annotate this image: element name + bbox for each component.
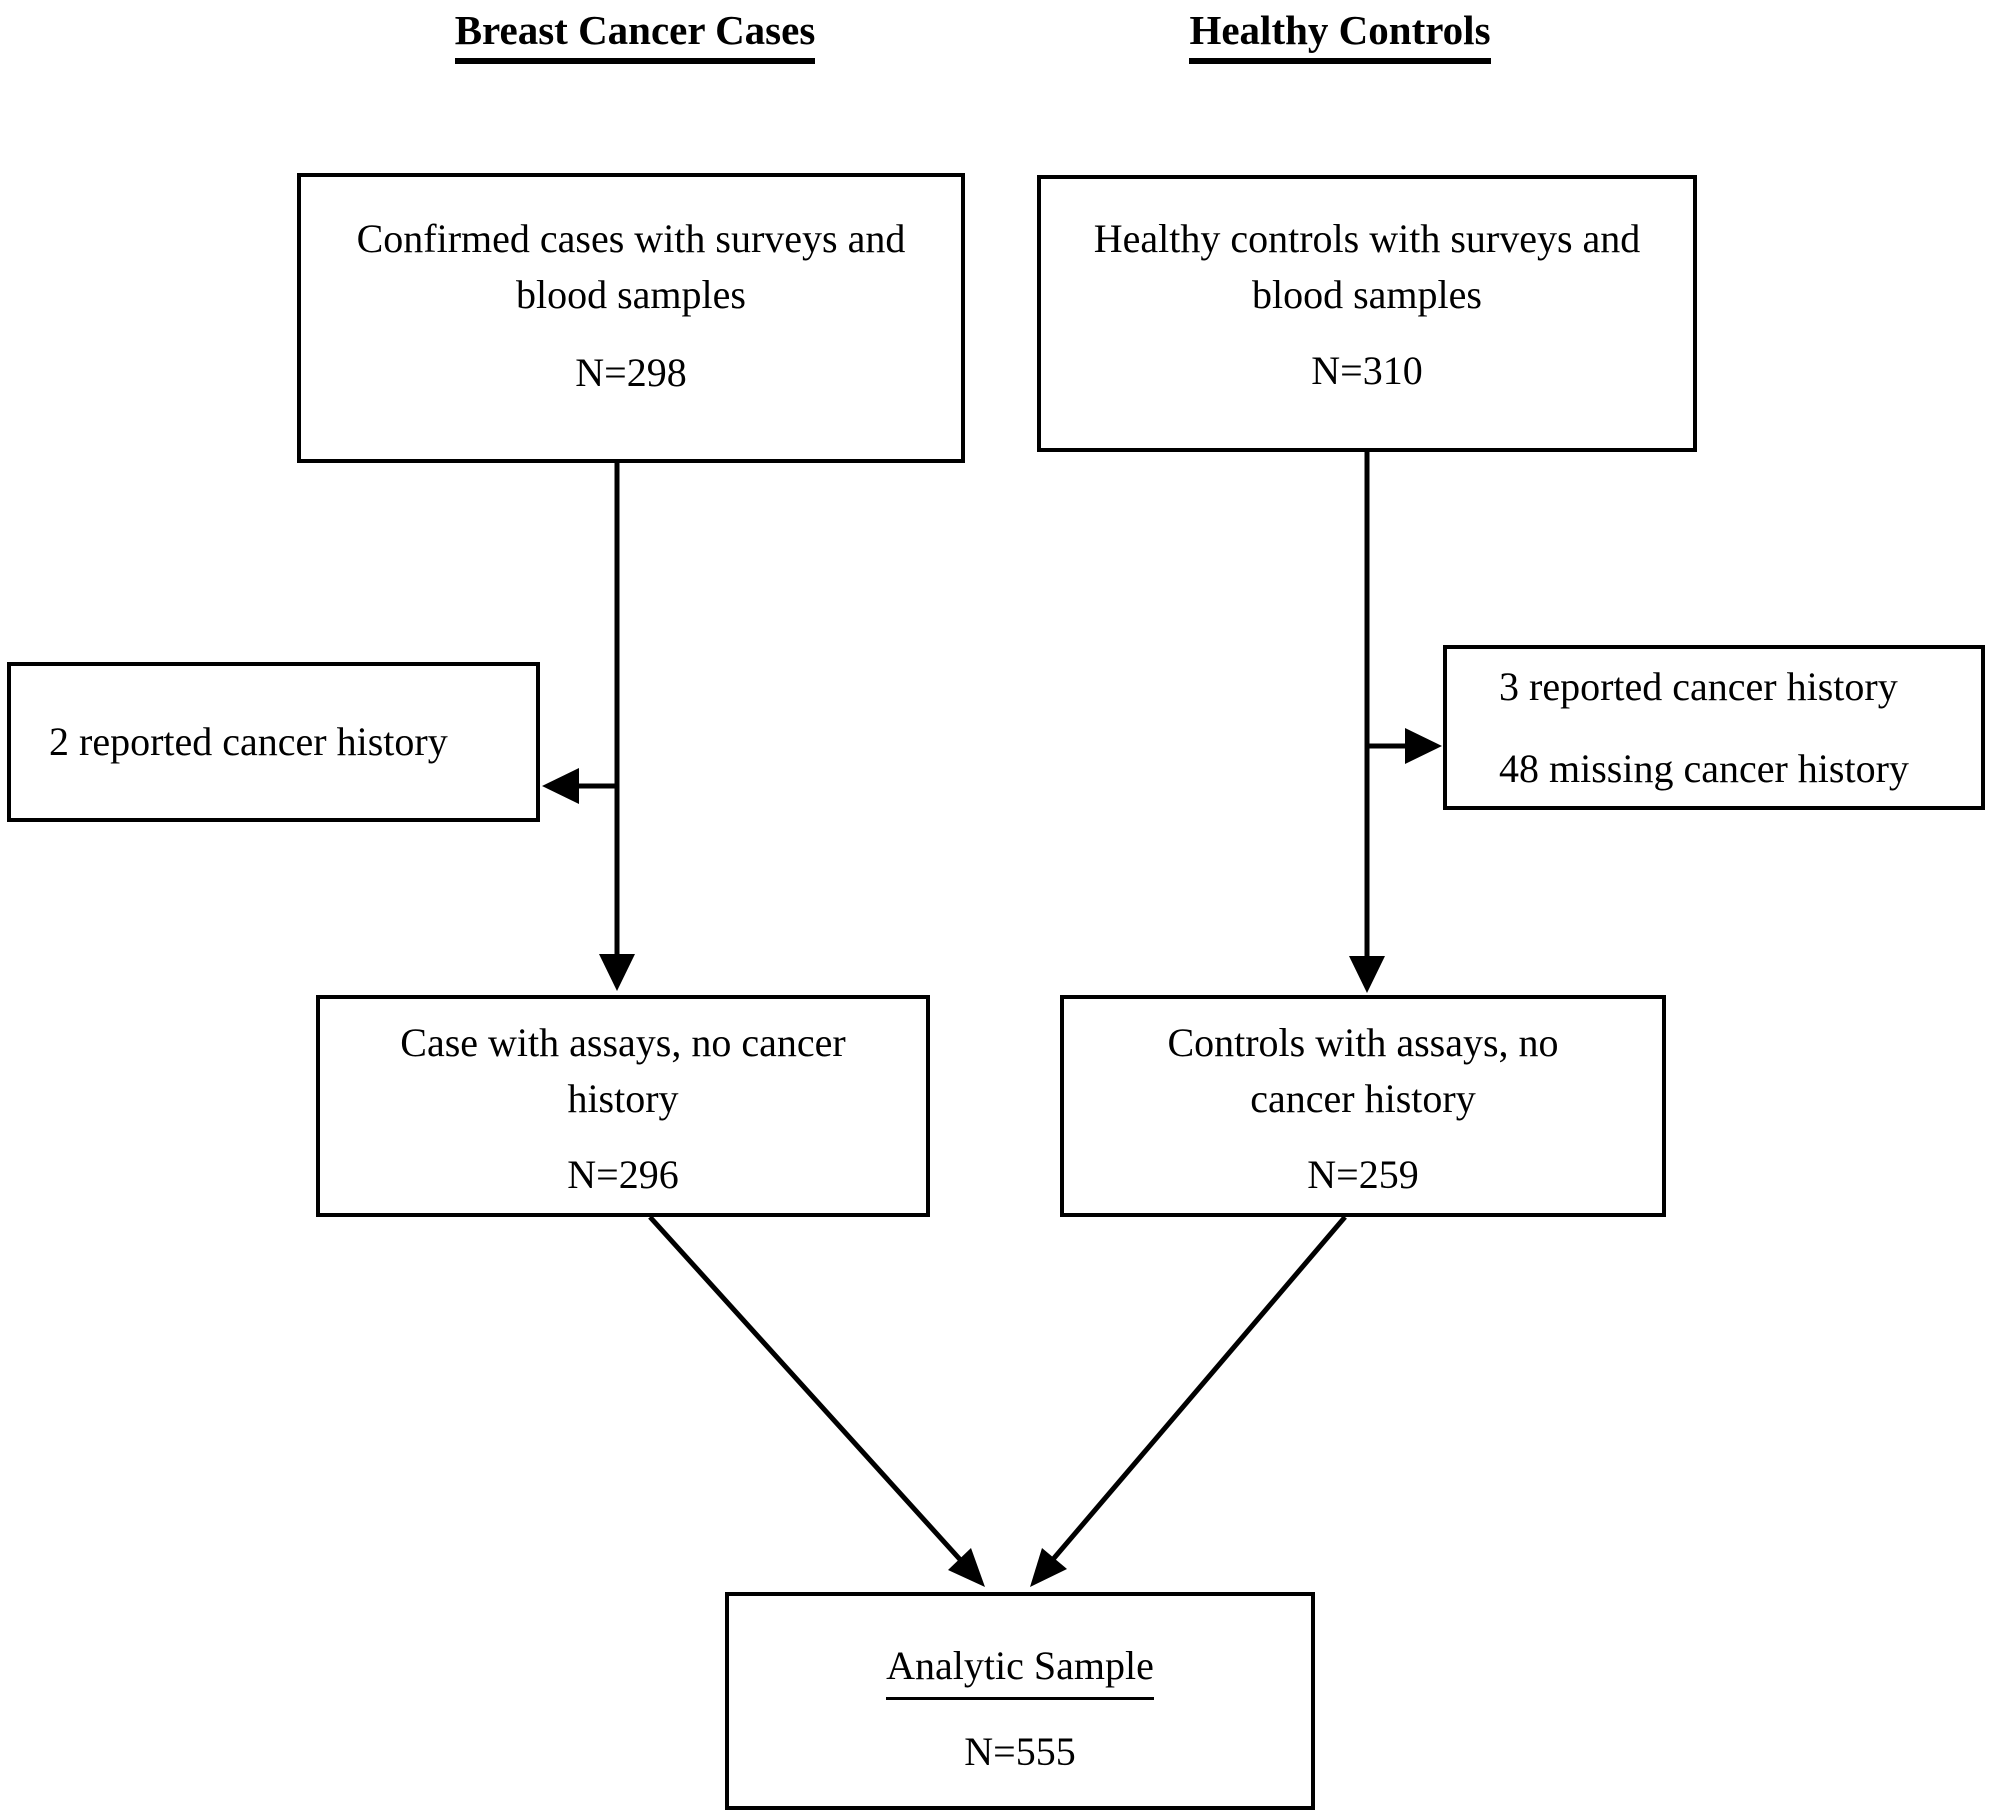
analytic-sample-label: Analytic Sample: [886, 1638, 1154, 1700]
sample-size: N=259: [1307, 1152, 1419, 1197]
box-line: Controls with assays, no: [1167, 1020, 1559, 1065]
box-line: blood samples: [516, 272, 746, 317]
arrow-line: [648, 1215, 967, 1567]
box-line: blood samples: [1252, 272, 1482, 317]
box-line: 2 reported cancer history: [49, 719, 448, 764]
arrow-cases-exclusion-branch: [542, 768, 619, 804]
box-line: Healthy controls with surveys and: [1093, 216, 1641, 261]
box-controls-excluded: 3 reported cancer history 48 missing can…: [1443, 645, 1985, 810]
arrow-head-down-left-icon: [1030, 1548, 1067, 1587]
arrow-head-left-icon: [542, 768, 579, 804]
arrow-head-down-right-icon: [948, 1548, 985, 1587]
arrow-head-down-icon: [599, 954, 635, 991]
arrow-cases-final-to-analytic: [648, 1215, 985, 1587]
arrow-head-right-icon: [1405, 728, 1442, 764]
column-header-controls-label: Healthy Controls: [1189, 6, 1491, 64]
box-cases-initial: Confirmed cases with surveys and blood s…: [297, 173, 965, 463]
column-header-cases-label: Breast Cancer Cases: [454, 6, 816, 64]
sample-size: N=298: [575, 350, 687, 395]
box-controls-final: Controls with assays, no cancer history …: [1060, 995, 1666, 1217]
box-title: Analytic Sample: [729, 1638, 1311, 1700]
sample-size: N=310: [1311, 348, 1423, 393]
column-header-cases: Breast Cancer Cases: [335, 6, 935, 64]
box-line: cancer history: [1250, 1076, 1476, 1121]
box-line: 3 reported cancer history: [1499, 663, 1898, 709]
arrow-controls-exclusion-branch: [1367, 728, 1442, 764]
column-header-controls: Healthy Controls: [1040, 6, 1640, 64]
box-analytic-sample: Analytic Sample N=555: [725, 1592, 1315, 1810]
arrow-head-down-icon: [1349, 956, 1385, 993]
box-line: 48 missing cancer history: [1499, 745, 1909, 791]
box-cases-excluded: 2 reported cancer history: [7, 662, 540, 822]
arrow-controls-final-to-analytic: [1030, 1215, 1347, 1587]
box-cases-final: Case with assays, no cancer history N=29…: [316, 995, 930, 1217]
arrow-controls-initial-to-final: [1349, 450, 1385, 993]
arrow-line: [1047, 1215, 1347, 1566]
box-controls-initial: Healthy controls with surveys and blood …: [1037, 175, 1697, 452]
sample-size: N=296: [567, 1152, 679, 1197]
box-line: Confirmed cases with surveys and: [356, 216, 906, 261]
box-line: Case with assays, no cancer: [400, 1020, 846, 1065]
box-line: history: [567, 1076, 679, 1121]
sample-size: N=555: [964, 1729, 1076, 1774]
arrow-cases-initial-to-final: [599, 461, 635, 991]
